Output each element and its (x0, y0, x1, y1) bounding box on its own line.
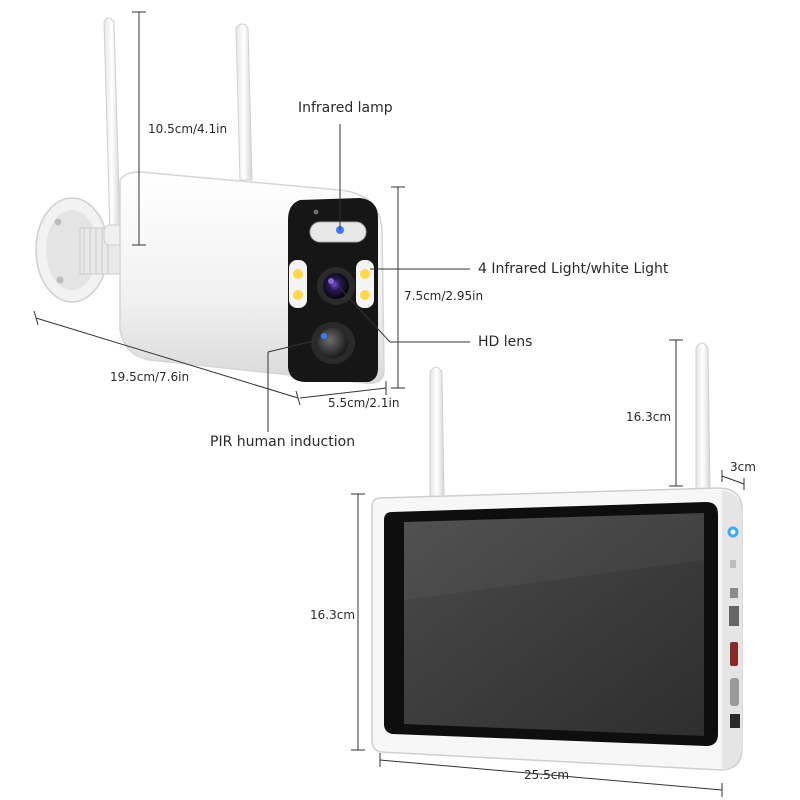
monitor-depth-label: 3cm (730, 460, 756, 474)
monitor-dimension-lines (351, 339, 745, 797)
pir-label: PIR human induction (210, 434, 356, 450)
camera-width-label: 5.5cm/2.1in (328, 396, 400, 410)
monitor (371, 342, 743, 771)
hd-lens (317, 267, 355, 305)
camera-antenna-height-label: 10.5cm/4.1in (148, 122, 228, 136)
pir-sensor (311, 322, 355, 364)
camera-dimension-lines (33, 11, 405, 406)
monitor-height-label: 16.3cm (310, 608, 356, 622)
camera-callout-lines (267, 124, 470, 432)
monitor-screen (404, 513, 704, 736)
ir-white-light-label: 4 Infrared Light/white Light (478, 261, 669, 277)
monitor-antenna-height-label: 16.3cm (626, 410, 672, 424)
camera (35, 17, 385, 384)
camera-front-height-label: 7.5cm/2.95in (404, 289, 484, 303)
monitor-side-ports (727, 526, 740, 728)
infrared-white-leds (289, 260, 374, 308)
hd-lens-label: HD lens (478, 334, 533, 350)
infrared-lamp-label: Infrared lamp (298, 100, 393, 116)
monitor-antennas (429, 342, 711, 497)
monitor-width-label: 25.5cm (524, 768, 570, 782)
camera-length-label: 19.5cm/7.6in (110, 370, 190, 384)
